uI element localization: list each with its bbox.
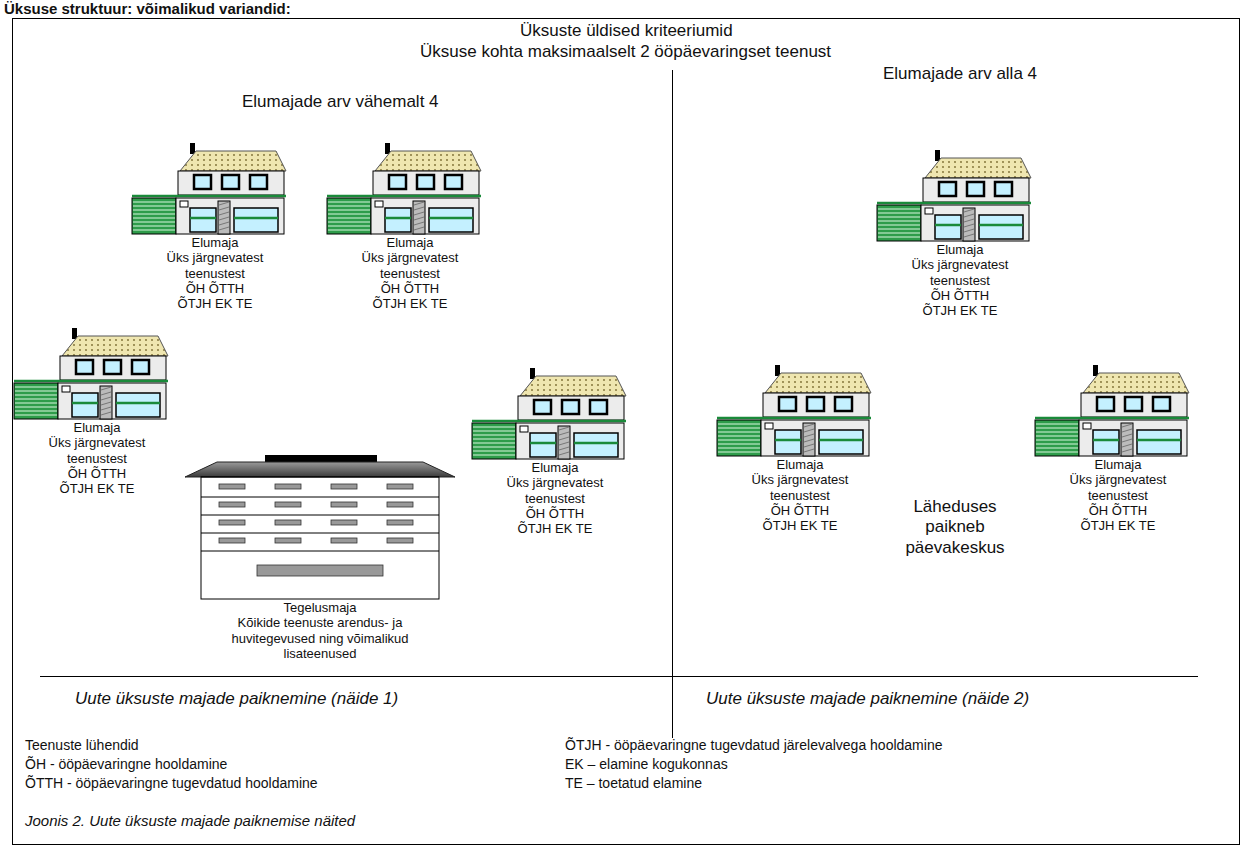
abbreviation-text: ÕTJH - ööpäevaringne tugevdatud järeleva… xyxy=(565,737,942,754)
house-services: ÕH ÕTTH ÕTJH EK TE xyxy=(512,506,598,537)
house-name: Elumaja xyxy=(937,242,984,257)
house-services: Üks järgnevatest teenustest xyxy=(744,472,856,503)
house-name: Elumaja xyxy=(532,460,579,475)
section-heading: Üksuse kohta maksimaalselt 2 ööpäevaring… xyxy=(420,42,831,62)
activity-building: TegelusmajaKõikide teenuste arendus- ja … xyxy=(185,455,455,661)
house-illustration xyxy=(1033,365,1203,457)
house-illustration xyxy=(470,368,640,460)
building-illustration xyxy=(185,455,455,600)
house-illustration xyxy=(325,143,495,235)
residential-house: ElumajaÜks järgnevatest teenustestÕH ÕTT… xyxy=(325,143,495,312)
house-services: ÕH ÕTTH ÕTJH EK TE xyxy=(54,466,140,497)
house-name: Elumaja xyxy=(1095,457,1142,472)
residential-house: ElumajaÜks järgnevatest teenustestÕH ÕTT… xyxy=(1033,365,1203,534)
house-services: ÕH ÕTTH ÕTJH EK TE xyxy=(367,281,453,312)
section-heading: Elumajade arv alla 4 xyxy=(883,64,1037,84)
house-name: Elumaja xyxy=(74,420,121,435)
house-illustration xyxy=(875,150,1045,242)
page-title: Üksuse struktuur: võimalikud variandid: xyxy=(4,0,291,18)
section-heading: Uute üksuste majade paiknemine (näide 1) xyxy=(75,689,398,709)
residential-house: ElumajaÜks järgnevatest teenustestÕH ÕTT… xyxy=(715,365,885,534)
house-services: Üks järgnevatest teenustest xyxy=(904,257,1016,288)
residential-house: ElumajaÜks järgnevatest teenustestÕH ÕTT… xyxy=(470,368,640,537)
section-heading: Uute üksuste majade paiknemine (näide 2) xyxy=(706,689,1029,709)
house-services: Üks järgnevatest teenustest xyxy=(1062,472,1174,503)
house-services: Üks järgnevatest teenustest xyxy=(499,475,611,506)
house-name: Elumaja xyxy=(192,235,239,250)
abbreviation-text: EK – elamine kogukonnas xyxy=(565,756,728,773)
residential-house: ElumajaÜks järgnevatest teenustestÕH ÕTT… xyxy=(12,328,182,497)
abbreviation-text: ÕTTH - ööpäevaringne tugevdatud hooldami… xyxy=(25,775,318,792)
house-services: ÕH ÕTTH ÕTJH EK TE xyxy=(757,503,843,534)
house-services: ÕH ÕTTH ÕTJH EK TE xyxy=(917,288,1003,319)
divider-horizontal xyxy=(40,676,1198,677)
section-heading: Elumajade arv vähemalt 4 xyxy=(242,92,439,112)
house-illustration xyxy=(12,328,182,420)
house-services: ÕH ÕTTH ÕTJH EK TE xyxy=(1075,503,1161,534)
house-services: Üks järgnevatest teenustest xyxy=(41,435,153,466)
section-heading: Üksuste üldised kriteeriumid xyxy=(520,21,733,41)
residential-house: ElumajaÜks järgnevatest teenustestÕH ÕTT… xyxy=(875,150,1045,319)
house-illustration xyxy=(130,143,300,235)
house-name: Elumaja xyxy=(777,457,824,472)
house-name: Tegelusmaja xyxy=(284,600,357,615)
figure-caption: Joonis 2. Uute üksuste majade paiknemise… xyxy=(25,812,355,830)
house-services: Üks järgnevatest teenustest xyxy=(159,250,271,281)
abbreviation-text: Teenuste lühendid xyxy=(25,737,139,754)
house-services: Üks järgnevatest teenustest xyxy=(354,250,466,281)
divider-vertical xyxy=(672,70,673,738)
residential-house: ElumajaÜks järgnevatest teenustestÕH ÕTT… xyxy=(130,143,300,312)
abbreviation-text: TE – toetatud elamine xyxy=(565,775,702,792)
house-illustration xyxy=(715,365,885,457)
outer-frame xyxy=(13,19,1240,845)
house-services: ÕH ÕTTH ÕTJH EK TE xyxy=(172,281,258,312)
day-centre-note: Läheduses paikneb päevakeskus xyxy=(899,497,1011,558)
abbreviation-text: ÕH - ööpäevaringne hooldamine xyxy=(25,756,227,773)
house-name: Elumaja xyxy=(387,235,434,250)
house-services: Kõikide teenuste arendus- ja huvitegevus… xyxy=(215,615,425,661)
